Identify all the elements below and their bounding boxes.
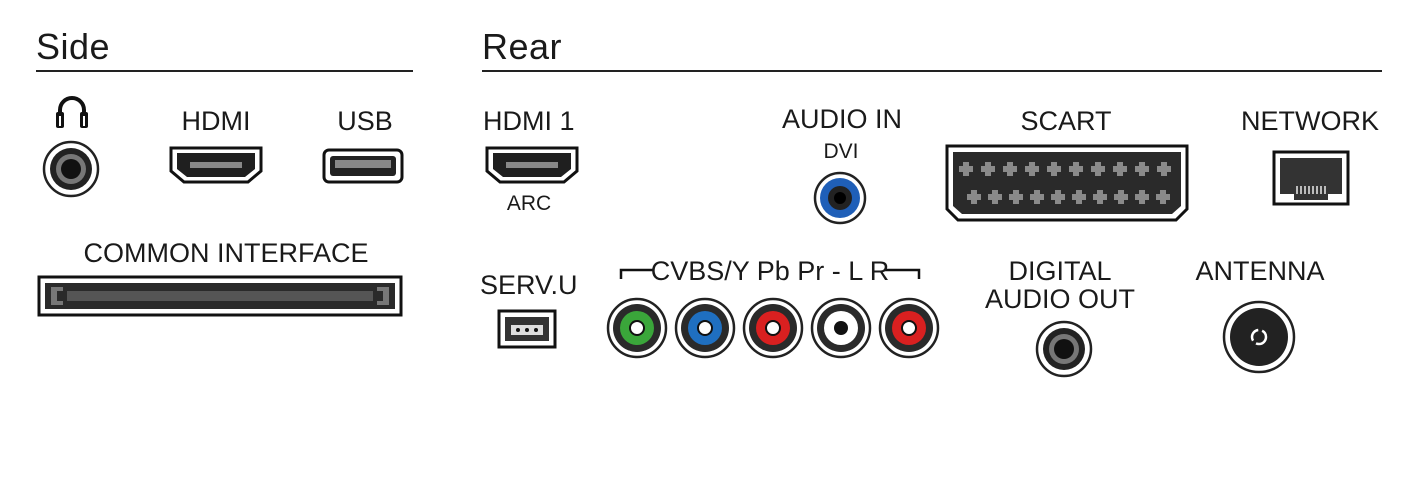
hdmi1-label: HDMI 1 [483,106,575,136]
arc-label: ARC [506,192,552,215]
network-label: NETWORK [1241,106,1379,136]
rear-divider [482,70,1382,72]
servu-connector [497,309,557,349]
rca-jack-red-r [878,297,940,359]
rca-jack-red-pr [742,297,804,359]
dvi-label: DVI [823,140,859,163]
cvbs-label: CVBS/Y Pb Pr - L R [650,256,890,286]
antenna-connector [1222,300,1296,374]
scart-connector [945,144,1189,222]
common-interface-label: COMMON INTERFACE [83,238,369,268]
digital-audio-out-jack [1035,320,1093,378]
rca-jacks [606,297,940,359]
section-title-side: Side [36,26,111,67]
cvbs-bracket [619,268,921,279]
common-interface-slot [37,275,403,317]
digital-label: DIGITAL [1008,256,1112,286]
side-divider [36,70,413,72]
rca-jack-white-l [810,297,872,359]
hdmi1-port [485,146,579,184]
rca-jack-green [606,297,668,359]
headphones-icon [56,96,88,128]
servu-label: SERV.U [480,270,578,300]
network-port [1272,150,1350,206]
audio-in-jack [813,171,867,225]
rca-jack-blue [674,297,736,359]
headphone-jack [42,140,100,198]
side-hdmi-label: HDMI [181,106,251,136]
audio-in-label: AUDIO IN [781,104,902,134]
audio-out-label: AUDIO OUT [984,284,1135,314]
section-title-rear: Rear [482,26,563,67]
side-usb-label: USB [337,106,393,136]
side-hdmi-port [169,146,263,184]
side-usb-port [322,148,404,184]
antenna-label: ANTENNA [1195,256,1325,286]
scart-label: SCART [1020,106,1112,136]
